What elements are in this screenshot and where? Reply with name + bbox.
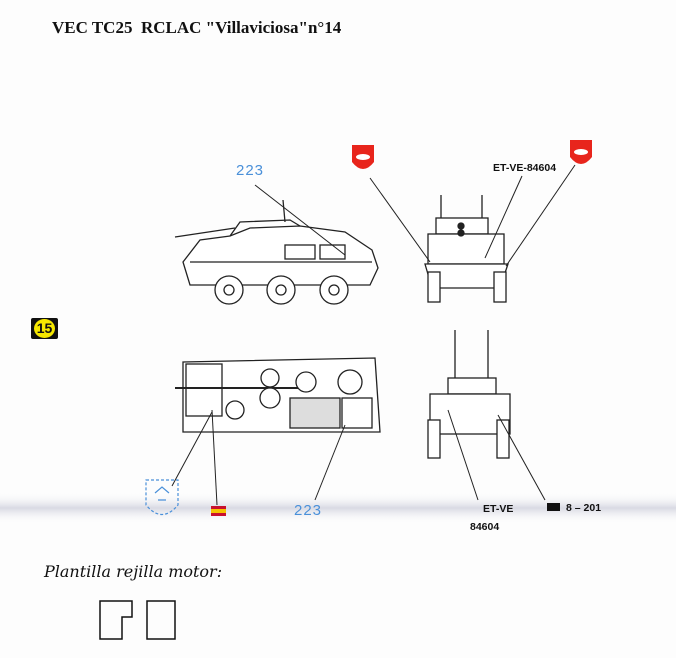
sheet-title: VEC TC25 RCLAC "Villaviciosa"n°14 <box>52 18 342 37</box>
grille-template-shapes <box>99 600 176 640</box>
step-number: 15 <box>34 319 55 338</box>
side-view <box>174 184 379 305</box>
unit-badge-red-icon <box>570 140 592 164</box>
top-view <box>171 357 381 506</box>
grille-template-note: Plantilla rejilla motor: <box>44 562 223 581</box>
unit-shield-blue-icon <box>145 479 179 516</box>
rear-view <box>427 330 546 501</box>
side-number-top: 223 <box>236 162 265 179</box>
front-view <box>369 164 576 303</box>
front-plate-label: ET-VE-84604 <box>493 162 557 174</box>
step-number-badge: 15 <box>31 318 58 339</box>
spain-flag-icon <box>211 506 226 516</box>
scan-smear <box>0 492 676 524</box>
unit-badge-red-icon <box>352 145 374 169</box>
black-plate-marker-icon <box>547 503 560 511</box>
rear-plate-line2: 84604 <box>470 521 500 533</box>
rear-plate-line1: ET-VE <box>483 503 514 515</box>
rear-code-label: 8 – 201 <box>566 502 602 514</box>
side-number-bottom: 223 <box>294 502 323 519</box>
